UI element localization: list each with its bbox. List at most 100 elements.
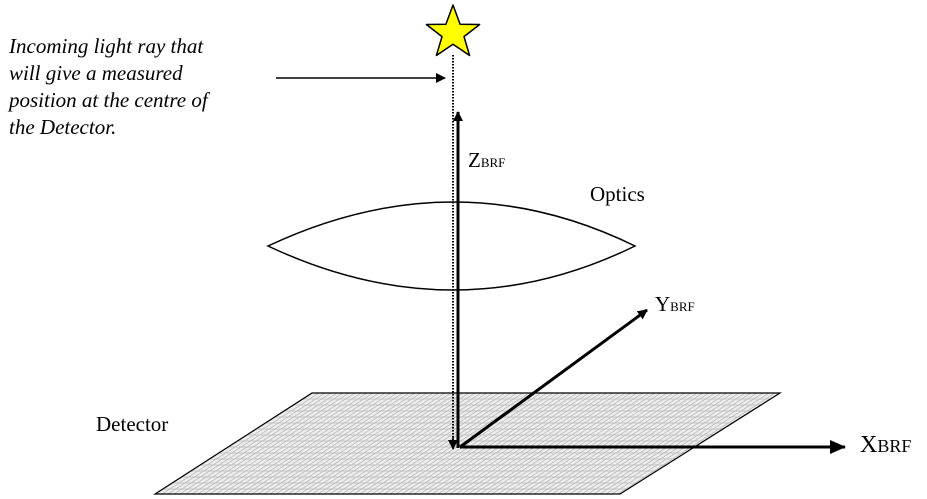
caption-line: position at the centre of [9, 88, 208, 112]
detector-grid-line [587, 393, 746, 494]
detector-grid-line [359, 393, 518, 494]
detector-grid-line [593, 393, 752, 494]
detector-grid-line [221, 393, 380, 494]
detector-grid-line [527, 393, 686, 494]
detector-grid-line [293, 393, 452, 494]
detector-grid-line [431, 393, 590, 494]
detector-grid-line [155, 393, 200, 494]
detector-label: Detector [96, 412, 169, 436]
z-axis-label: ZBRF [468, 148, 505, 173]
detector-grid-line [155, 393, 176, 494]
detector-grid-line [575, 393, 734, 494]
y-axis-label-main: Y [655, 292, 671, 316]
detector-grid-line [425, 393, 584, 494]
y-axis-arrow [459, 308, 648, 449]
detector-grid-line [347, 393, 506, 494]
detector-grid-line [155, 393, 158, 494]
y-axis-label: YBRF [655, 292, 695, 317]
x-axis-label: XBRF [860, 432, 911, 459]
detector-grid-line [581, 393, 740, 494]
detector-grid-line [155, 393, 194, 494]
detector-grid-line [161, 393, 320, 494]
detector-grid-line [545, 393, 704, 494]
detector-grid-line [611, 393, 770, 494]
detector-grid-line [215, 393, 374, 494]
detector-grid-line [569, 393, 728, 494]
detector-grid-line [539, 393, 698, 494]
detector-grid-line [497, 393, 656, 494]
detector-grid-line [419, 393, 578, 494]
detector-grid-line [311, 393, 470, 494]
detector-grid-line [191, 393, 350, 494]
detector-grid-line [203, 393, 362, 494]
detector-grid-line [305, 393, 464, 494]
detector-grid-line [341, 393, 500, 494]
y-axis-label-sub: BRF [670, 299, 695, 314]
detector-grid-line [503, 393, 662, 494]
detector-grid-line [599, 393, 758, 494]
detector-grid-line [167, 393, 326, 494]
star-icon [425, 4, 481, 57]
detector-grid-line [605, 393, 764, 494]
detector-grid-line [155, 393, 188, 494]
detector-grid-line [395, 393, 554, 494]
detector-grid-line [233, 393, 392, 494]
detector-grid-line [263, 393, 422, 494]
detector-grid-line [461, 393, 620, 494]
detector-grid-line [389, 393, 548, 494]
x-axis-label-sub: BRF [877, 436, 912, 456]
detector-grid-line [443, 393, 602, 494]
detector-grid-line [257, 393, 416, 494]
caption-line: the Detector. [9, 115, 117, 139]
detector-grid-line [185, 393, 344, 494]
detector-grid-line [557, 393, 716, 494]
detector-grid-line [449, 393, 608, 494]
detector-grid-line [437, 393, 596, 494]
detector-grid-line [173, 393, 332, 494]
optics-label: Optics [590, 182, 645, 206]
detector-grid-line [515, 393, 674, 494]
detector-grid-line [317, 393, 476, 494]
detector-grid-line [197, 393, 356, 494]
detector-grid-line [155, 393, 182, 494]
z-axis-label-main: Z [468, 148, 481, 172]
detector-grid-line [209, 393, 368, 494]
detector-grid-line [275, 393, 434, 494]
detector-grid-line [509, 393, 668, 494]
x-axis-label-main: X [860, 432, 878, 458]
detector-grid-line [269, 393, 428, 494]
detector-grid-line [365, 393, 524, 494]
detector-grid-line [245, 393, 404, 494]
detector-grid-line [281, 393, 440, 494]
detector-grid-line [521, 393, 680, 494]
detector-grid-line [335, 393, 494, 494]
detector-grid-line [617, 393, 776, 494]
detector-grid-line [491, 393, 650, 494]
z-axis-label-sub: BRF [480, 155, 506, 170]
detector-grid-line [251, 393, 410, 494]
incoming-ray-caption: Incoming light ray that will give a meas… [9, 33, 279, 141]
detector-grid-line [455, 393, 614, 494]
detector-grid-line [299, 393, 458, 494]
detector-grid-line [485, 393, 644, 494]
detector-grid-line [287, 393, 446, 494]
detector-grid-line [227, 393, 386, 494]
detector-grid-line [329, 393, 488, 494]
detector-grid-line [155, 393, 170, 494]
caption-line: Incoming light ray that [9, 34, 204, 58]
detector-grid-line [239, 393, 398, 494]
detector-grid-line [401, 393, 560, 494]
caption-line: will give a measured [9, 61, 183, 85]
detector-grid-line [479, 393, 638, 494]
detector-grid-line [473, 393, 632, 494]
detector-grid-line [563, 393, 722, 494]
detector-grid-line [323, 393, 482, 494]
optics-lens [266, 201, 637, 291]
detector-grid-line [413, 393, 572, 494]
detector-grid-line [533, 393, 692, 494]
detector-grid-line [407, 393, 566, 494]
detector-grid-line [155, 393, 164, 494]
detector-grid-line [179, 393, 338, 494]
detector-grid-line [551, 393, 710, 494]
